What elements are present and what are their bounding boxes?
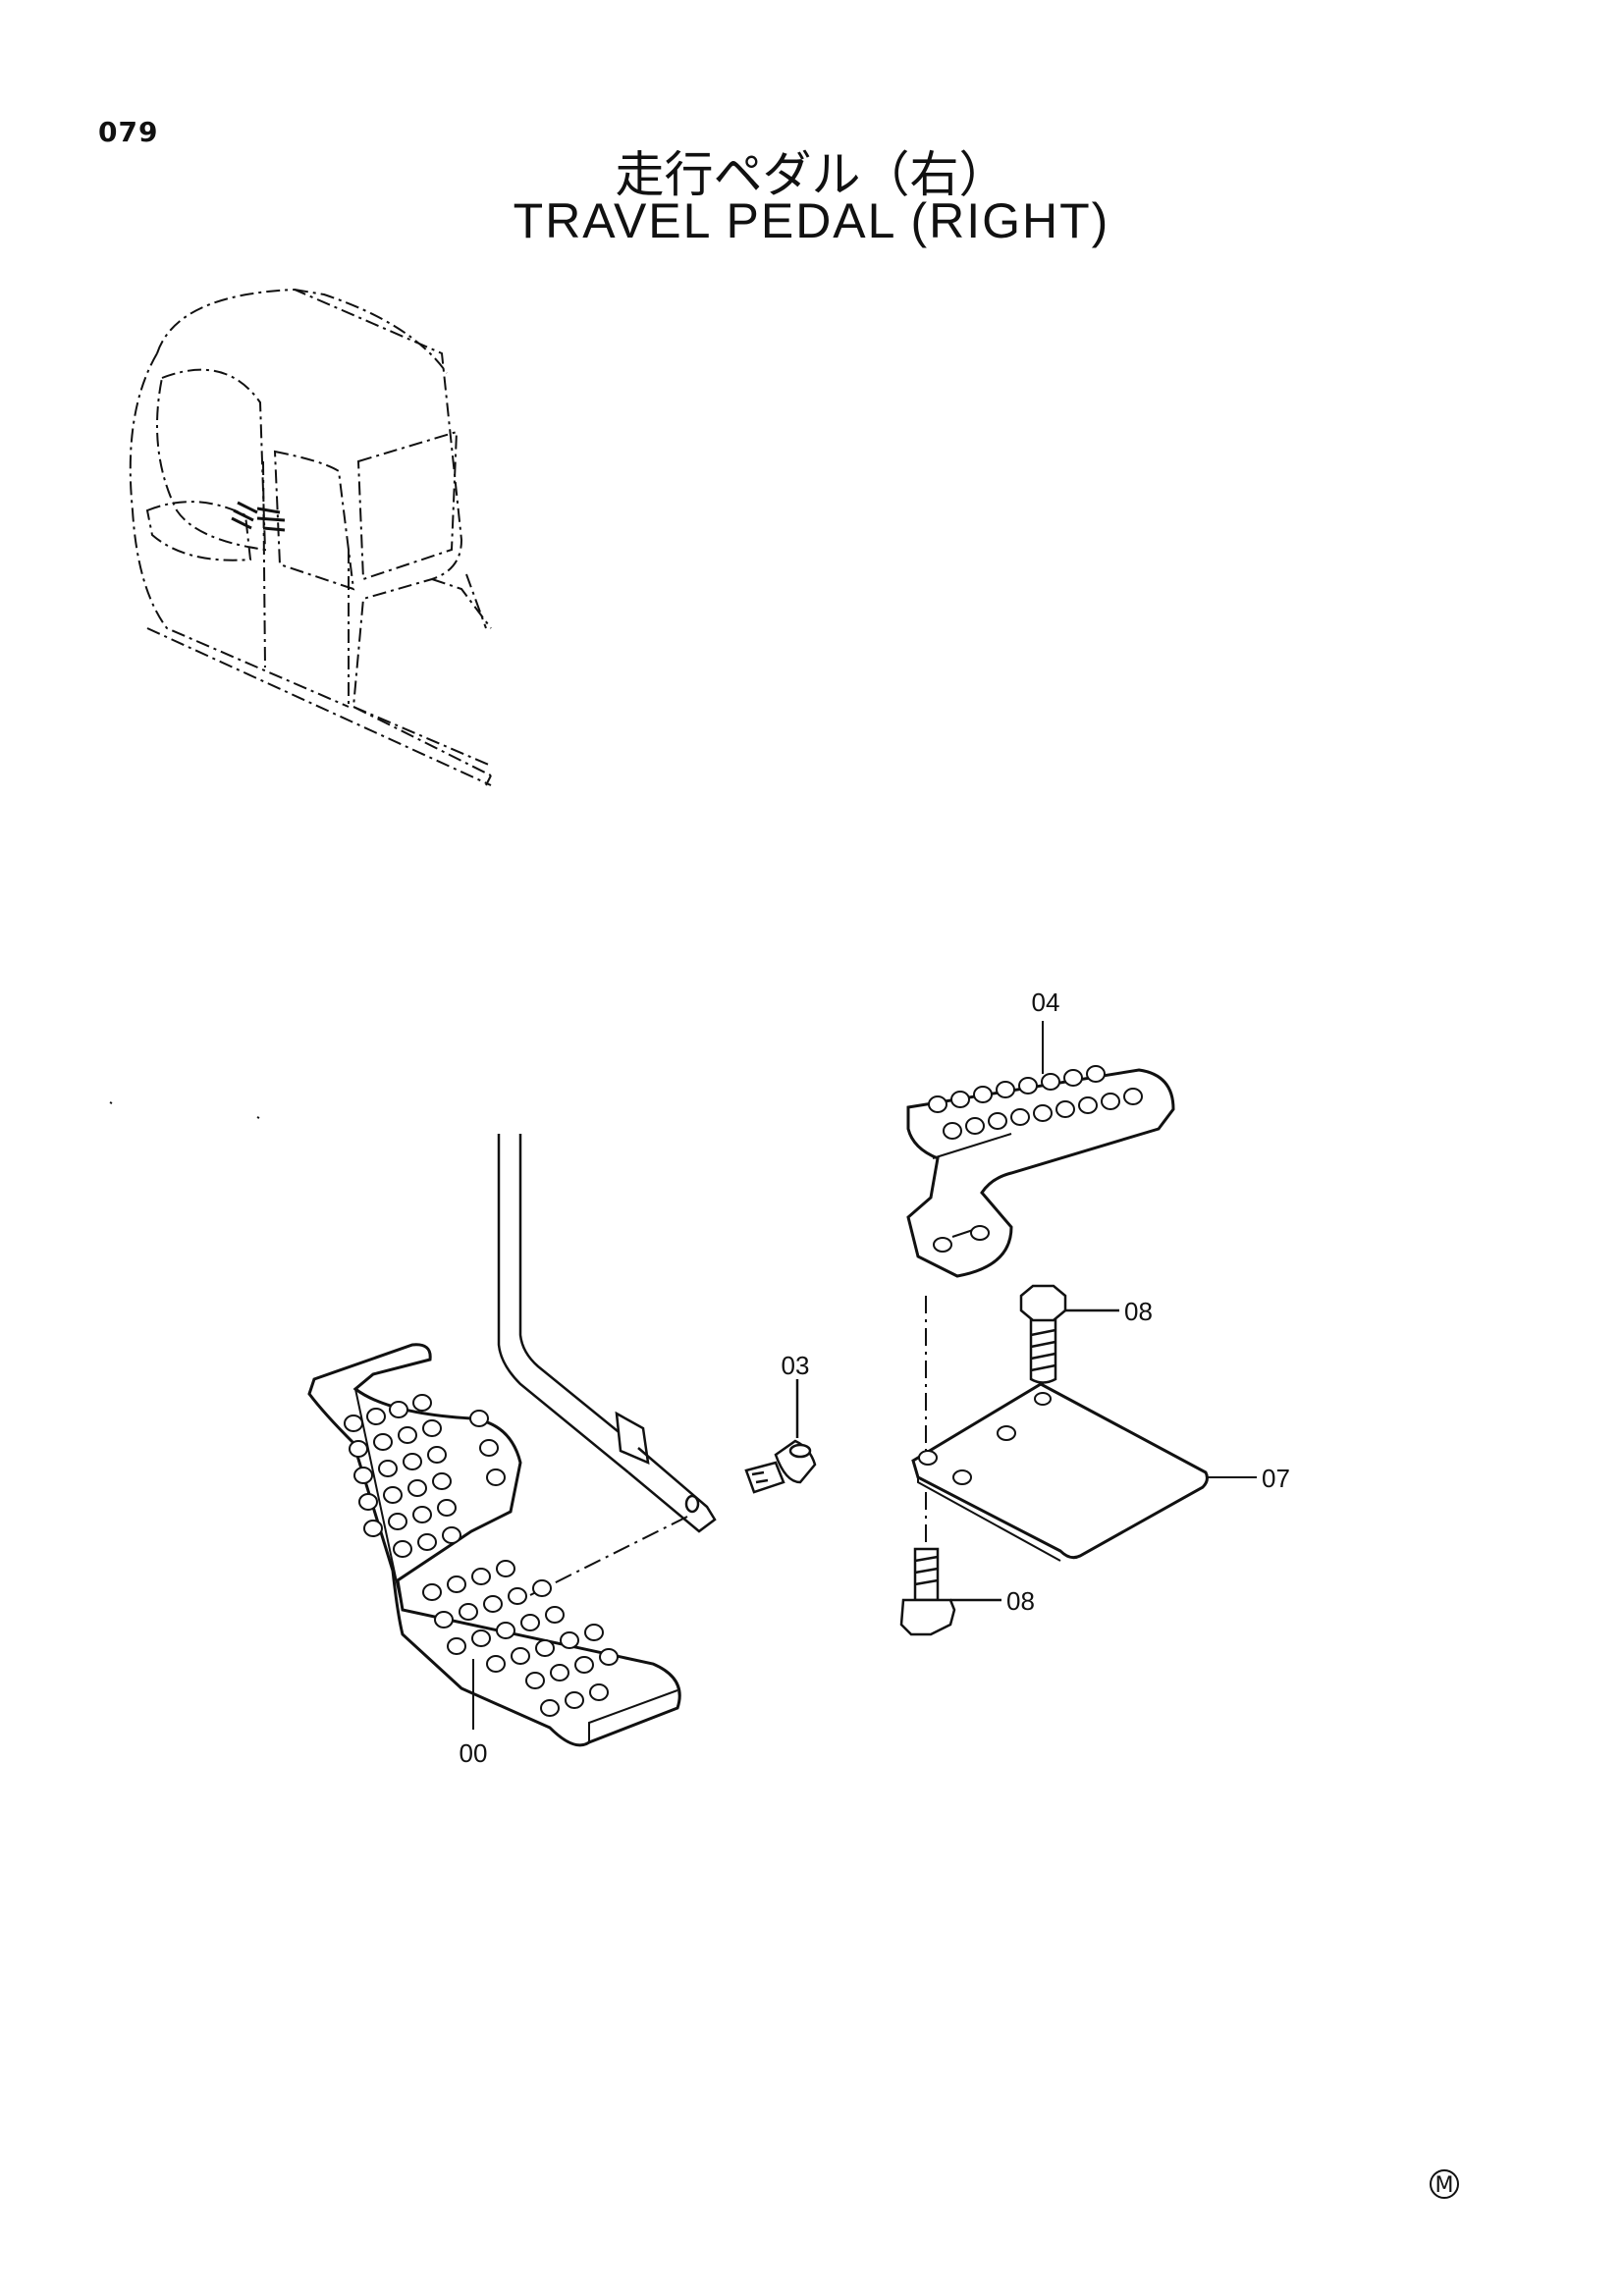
pedal-00 (307, 1343, 681, 1747)
callout-03: 03 (782, 1351, 810, 1380)
callout-04: 04 (1032, 988, 1060, 1017)
plate-07 (911, 1382, 1257, 1562)
bolt-08-bottom (899, 1547, 1001, 1636)
callout-08-top: 08 (1124, 1297, 1153, 1326)
title-english: TRAVEL PEDAL (RIGHT) (513, 193, 1110, 248)
stray-marks (109, 1101, 260, 1119)
maker-mark: M (1430, 2169, 1459, 2199)
pedal-location-marker (231, 501, 286, 532)
pedal-pad-04 (906, 1021, 1175, 1278)
callout-08-bottom: 08 (1006, 1586, 1035, 1616)
title-japanese: 走行ペダル（右） (615, 146, 1008, 203)
page-number: 079 (98, 116, 159, 148)
callout-07: 07 (1262, 1464, 1290, 1493)
cab-locator-sketch (129, 288, 492, 786)
assembly-axis-line (529, 1516, 688, 1596)
callout-00: 00 (460, 1738, 488, 1768)
maker-mark-letter: M (1435, 2173, 1454, 2198)
pedal-lever-rod (497, 1134, 717, 1533)
bolt-03 (744, 1379, 817, 1494)
bolt-08-top (1019, 1284, 1119, 1384)
